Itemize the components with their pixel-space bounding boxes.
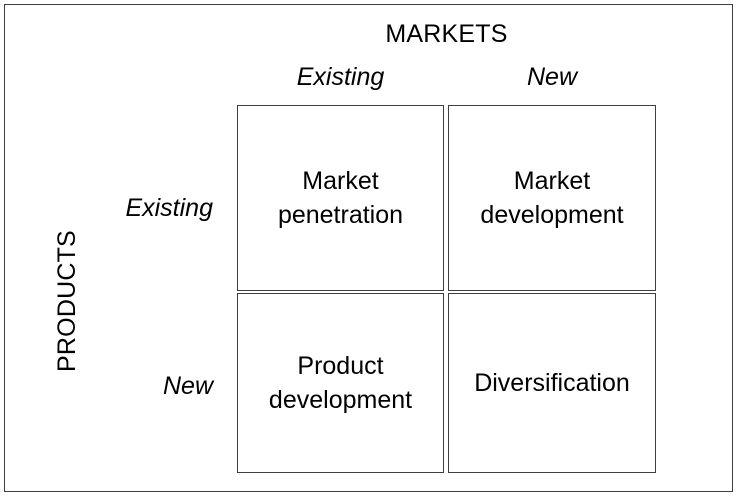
quadrant-label-line1: Market [513,167,591,195]
quadrant-label-line2: penetration [277,201,404,229]
ansoff-matrix-figure: MARKETS PRODUCTS Existing New Existing N… [4,4,733,492]
column-header-new: New [526,63,577,91]
quadrant-label: Market development [474,164,629,232]
quadrant-label-line2: development [480,201,624,229]
row-header-existing: Existing [125,194,213,222]
quadrant-market-development: Market development [448,105,656,291]
quadrant-diversification: Diversification [448,293,656,473]
products-axis-title: PRODUCTS [53,230,81,372]
quadrant-label-line2: development [268,386,413,414]
quadrant-label: Product development [263,349,418,417]
row-header-new: New [162,372,213,400]
quadrant-label-line1: Diversification [474,369,630,397]
quadrant-label-line1: Market [302,167,379,195]
quadrant-label: Diversification [468,366,636,400]
quadrant-market-penetration: Market penetration [237,105,444,291]
markets-axis-title: MARKETS [385,20,508,48]
quadrant-label: Market penetration [272,164,409,232]
quadrant-label-line1: Product [297,352,384,380]
quadrant-product-development: Product development [237,293,444,473]
column-header-existing: Existing [296,63,385,91]
